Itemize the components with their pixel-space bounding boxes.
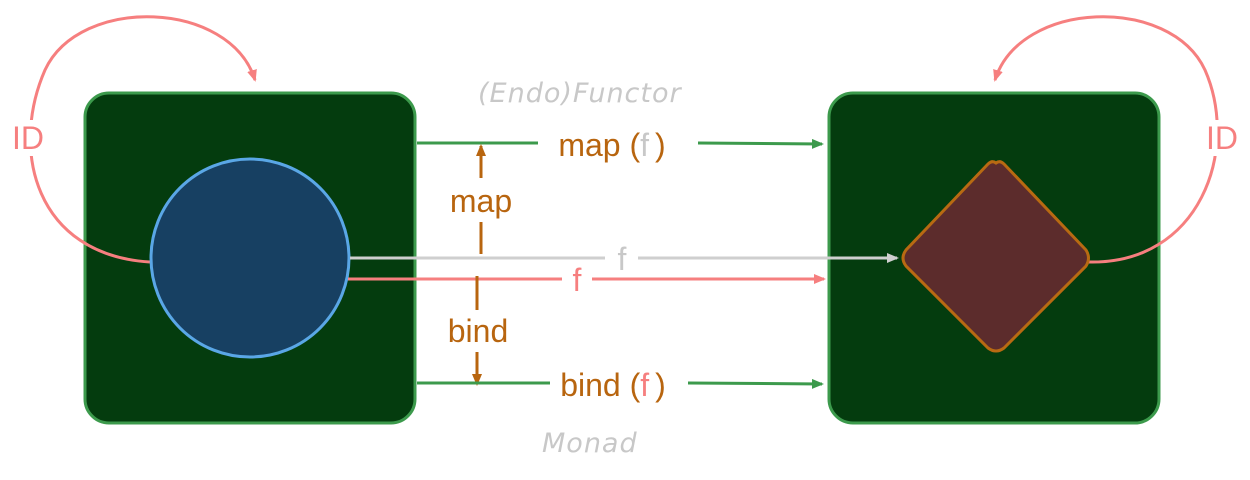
bind-f-label-f: f (640, 367, 649, 403)
identity-arrow-right (993, 15, 1219, 264)
identity-label-right: ID (1206, 120, 1238, 156)
bind-f-label-open: bind ( (560, 367, 640, 403)
pink-f-label: f (573, 262, 582, 298)
identity-arrow-left (28, 15, 257, 264)
target-object-diamond (901, 160, 1090, 353)
functor-label: (Endo)Functor (478, 78, 683, 109)
map-f-label: map (f) (558, 127, 665, 163)
map-arrow (697, 138, 824, 149)
map-lift-label: map (450, 183, 512, 219)
map-f-label-f: f (640, 127, 649, 163)
map-f-label-close: ) (655, 127, 666, 163)
bind-arrow (687, 378, 824, 389)
identity-label-left: ID (12, 120, 44, 156)
map-f-label-open: map ( (558, 127, 640, 163)
source-object-circle (149, 157, 351, 359)
bind-f-label-close: ) (655, 367, 666, 403)
monad-label: Monad (542, 428, 638, 459)
bind-f-label: bind (f) (560, 367, 666, 403)
gray-f-label: f (618, 241, 627, 277)
bind-lift-label: bind (448, 313, 509, 349)
